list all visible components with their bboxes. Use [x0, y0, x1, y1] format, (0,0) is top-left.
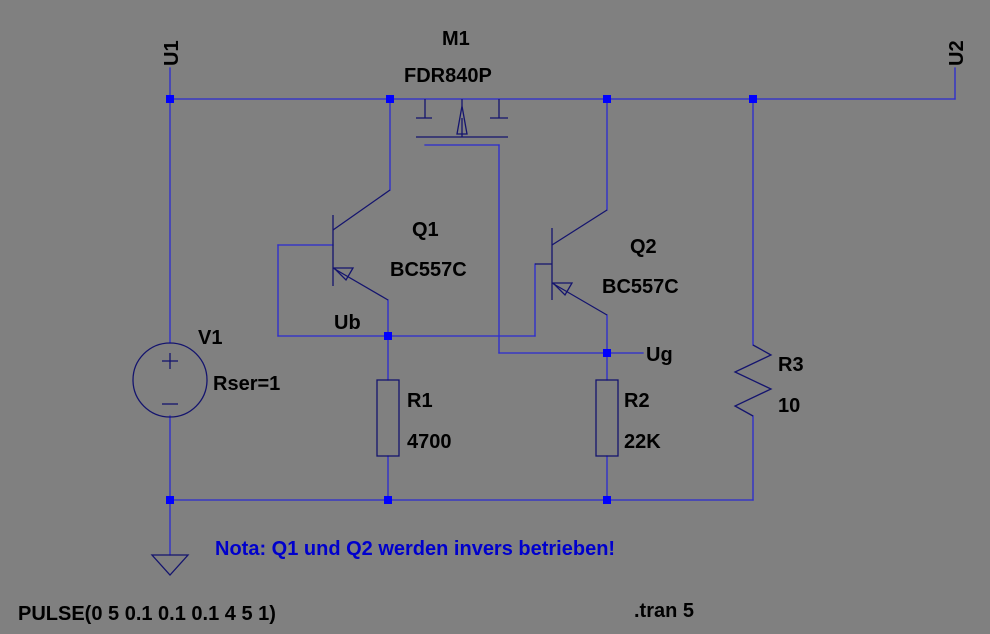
r3-value: 10 — [778, 395, 800, 417]
net-label-ub: Ub — [334, 312, 361, 334]
q2-name: Q2 — [630, 236, 657, 258]
junction-dot — [384, 496, 392, 504]
tran-directive: .tran 5 — [634, 600, 694, 622]
net-label-u2: U2 — [946, 40, 968, 66]
m1-name: M1 — [442, 28, 470, 50]
junction-dot — [166, 95, 174, 103]
pmos-transistor-icon — [416, 99, 508, 138]
junction-dot — [749, 95, 757, 103]
q1-pnp-transistor-icon — [332, 189, 391, 301]
net-label-u1: U1 — [161, 40, 183, 66]
wires — [169, 67, 956, 556]
junction-dot — [166, 496, 174, 504]
net-label-ug: Ug — [646, 344, 673, 366]
resistor-zigzag-icon — [733, 344, 773, 417]
source-directive: PULSE(0 5 0.1 0.1 0.1 4 5 1) — [18, 603, 276, 625]
m1-value: FDR840P — [404, 65, 492, 87]
r3-name: R3 — [778, 354, 804, 376]
r1-value: 4700 — [407, 431, 452, 453]
v1-value: Rser=1 — [213, 373, 280, 395]
r2-resistor-icon — [595, 379, 619, 457]
junction-dot — [384, 332, 392, 340]
r2-name: R2 — [624, 390, 650, 412]
q2-value: BC557C — [602, 276, 679, 298]
r2-value: 22K — [624, 431, 661, 453]
junction-dot — [603, 496, 611, 504]
junctions — [166, 95, 757, 504]
q1-value: BC557C — [390, 259, 467, 281]
voltage-source-icon — [132, 342, 208, 418]
junction-dot — [603, 349, 611, 357]
junction-dot — [603, 95, 611, 103]
note-text: Nota: Q1 und Q2 werden invers betrieben! — [215, 538, 615, 560]
q2-pnp-transistor-icon — [535, 209, 608, 316]
v1-name: V1 — [198, 327, 222, 349]
r1-resistor-icon — [376, 379, 400, 457]
r1-name: R1 — [407, 390, 433, 412]
junction-dot — [386, 95, 394, 103]
ground-icon — [150, 554, 190, 576]
q1-name: Q1 — [412, 219, 439, 241]
